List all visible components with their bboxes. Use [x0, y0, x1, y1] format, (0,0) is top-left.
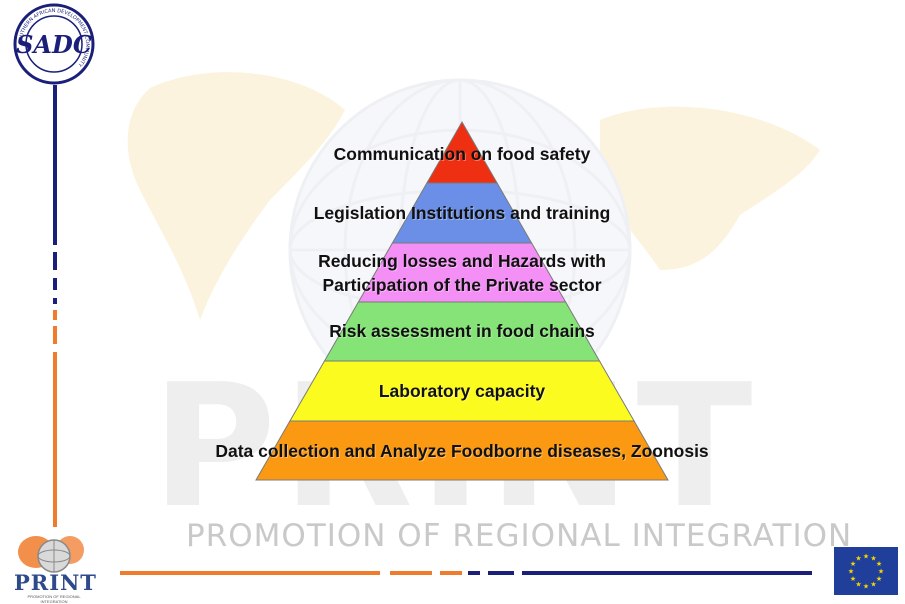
watermark-tagline: PROMOTION OF REGIONAL INTEGRATION [186, 518, 853, 554]
left-vertical-bar [53, 85, 57, 527]
tier-label-data-collection: Data collection and Analyze Foodborne di… [215, 441, 709, 461]
eu-star-icon: ★ [863, 583, 869, 591]
watermark-map-left [127, 72, 345, 320]
sadc-logo: SOUTHERN AFRICAN DEVELOPMENT COMMUNITY S… [13, 3, 95, 85]
tier-label-reducing-losses-line1: Reducing losses and Hazards with [318, 251, 606, 271]
eu-star-icon: ★ [850, 560, 856, 568]
pyramid-tier-6 [255, 420, 669, 481]
print-logo-text: PRINT [14, 570, 97, 595]
print-logo-subtext: PROMOTION OF REGIONAL INTEGRATION [27, 594, 81, 604]
eu-star-icon: ★ [876, 560, 882, 568]
eu-star-icon: ★ [850, 575, 856, 583]
bottom-horizontal-bar [120, 571, 812, 575]
tier-label-legislation: Legislation Institutions and training [313, 203, 611, 223]
eu-star-icon: ★ [878, 568, 884, 576]
eu-star-icon: ★ [848, 568, 854, 576]
watermark-map-right [600, 106, 820, 270]
tier-label-risk-assessment: Risk assessment in food chains [329, 321, 595, 341]
pyramid-diagram [255, 120, 669, 481]
eu-flag-icon: ★★★★★★★★★★★★ [834, 547, 898, 595]
eu-star-icon: ★ [855, 555, 861, 563]
eu-star-icon: ★ [863, 553, 869, 561]
eu-star-icon: ★ [870, 581, 876, 589]
eu-star-icon: ★ [855, 581, 861, 589]
sadc-logo-text: SADC [16, 30, 92, 59]
eu-star-icon: ★ [870, 555, 876, 563]
eu-star-icon: ★ [876, 575, 882, 583]
print-logo-emblem [18, 536, 84, 573]
tier-label-laboratory: Laboratory capacity [378, 381, 546, 401]
tier-label-reducing-losses-line2: Participation of the Private sector [322, 275, 602, 295]
tier-label-communication: Communication on food safety [333, 144, 591, 164]
